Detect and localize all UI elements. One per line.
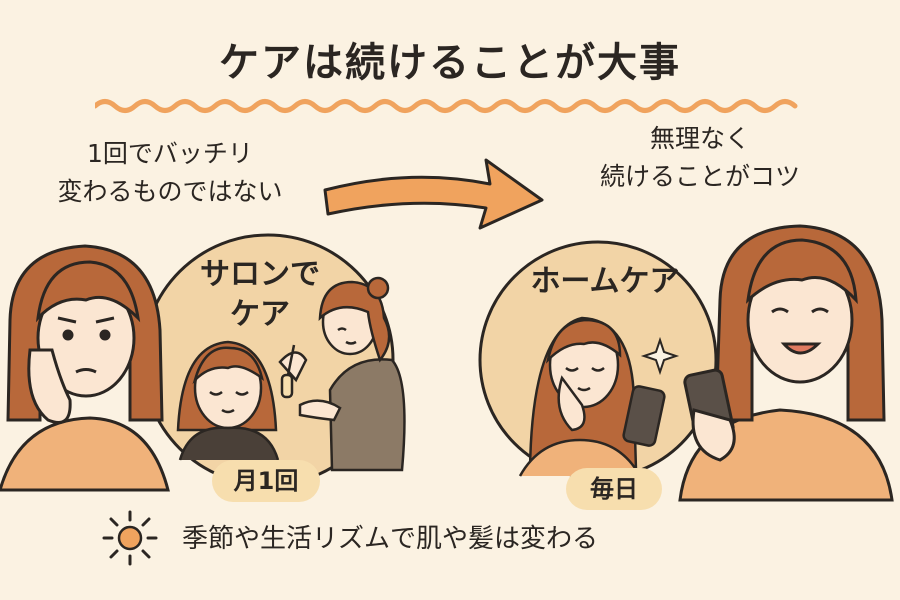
- right-caption-line2: 続けることがコツ: [599, 162, 800, 191]
- title-wave-underline: [95, 99, 798, 113]
- salon-stylist-figure: [278, 276, 406, 472]
- left-caption: 1回でバッチリ 変わるものではない: [20, 135, 320, 211]
- salon-frequency-badge: 月1回: [212, 460, 320, 502]
- worried-woman-figure: [0, 244, 170, 492]
- sparkle-icon: [640, 336, 680, 376]
- sun-icon: [102, 510, 158, 566]
- salon-label-line1: サロンで: [200, 257, 320, 292]
- page-title: ケアは続けることが大事: [219, 40, 681, 86]
- salon-label-line2: ケア: [230, 297, 290, 332]
- right-caption-line1: 無理なく: [649, 124, 750, 153]
- home-care-figure: [518, 316, 666, 477]
- home-care-label: ホームケア: [530, 264, 680, 299]
- left-caption-line1: 1回でバッチリ: [87, 139, 253, 168]
- smiling-woman-figure: [678, 224, 894, 502]
- right-caption: 無理なく 続けることがコツ: [550, 120, 850, 196]
- bottom-note: 季節や生活リズムで肌や髪は変わる: [182, 524, 599, 554]
- arrow-right-icon: [323, 158, 544, 230]
- left-caption-line2: 変わるものではない: [57, 177, 283, 206]
- home-frequency-badge: 毎日: [566, 468, 662, 510]
- salon-care-label: サロンで ケア: [180, 255, 340, 335]
- salon-client-figure: [176, 340, 280, 461]
